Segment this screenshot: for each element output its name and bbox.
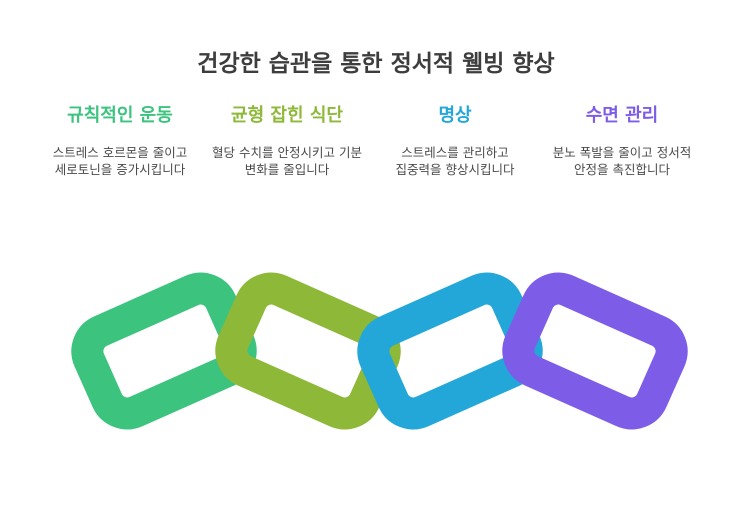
step-sleep-label: 수면 관리 — [585, 105, 659, 126]
step-diet: 균형 잡힌 식단 혈당 수치를 안정시키고 기분 변화를 줄입니다 — [212, 104, 362, 178]
step-exercise-description: 스트레스 호르몬을 줄이고 세로토닌을 증가시킵니다 — [52, 145, 188, 177]
step-meditation-label: 명상 — [438, 105, 472, 126]
diagram-title: 건강한 습관을 통한 정서적 웰빙 향상 — [197, 51, 555, 77]
step-diet-description: 혈당 수치를 안정시키고 기분 변화를 줄입니다 — [212, 145, 362, 177]
step-exercise-label: 규칙적인 운동 — [67, 105, 173, 126]
step-sleep-description: 분노 폭발을 줄이고 정서적 안정을 촉진합니다 — [552, 145, 692, 177]
step-diet-label: 균형 잡힌 식단 — [231, 105, 343, 126]
step-meditation-description: 스트레스를 관리하고 집중력을 향상시킵니다 — [395, 145, 515, 177]
chain-link-sleep — [502, 272, 688, 430]
step-sleep: 수면 관리 분노 폭발을 줄이고 정서적 안정을 촉진합니다 — [547, 104, 697, 178]
step-meditation: 명상 스트레스를 관리하고 집중력을 향상시킵니다 — [380, 104, 530, 178]
step-exercise: 규칙적인 운동 스트레스 호르몬을 줄이고 세로토닌을 증가시킵니다 — [45, 104, 195, 178]
